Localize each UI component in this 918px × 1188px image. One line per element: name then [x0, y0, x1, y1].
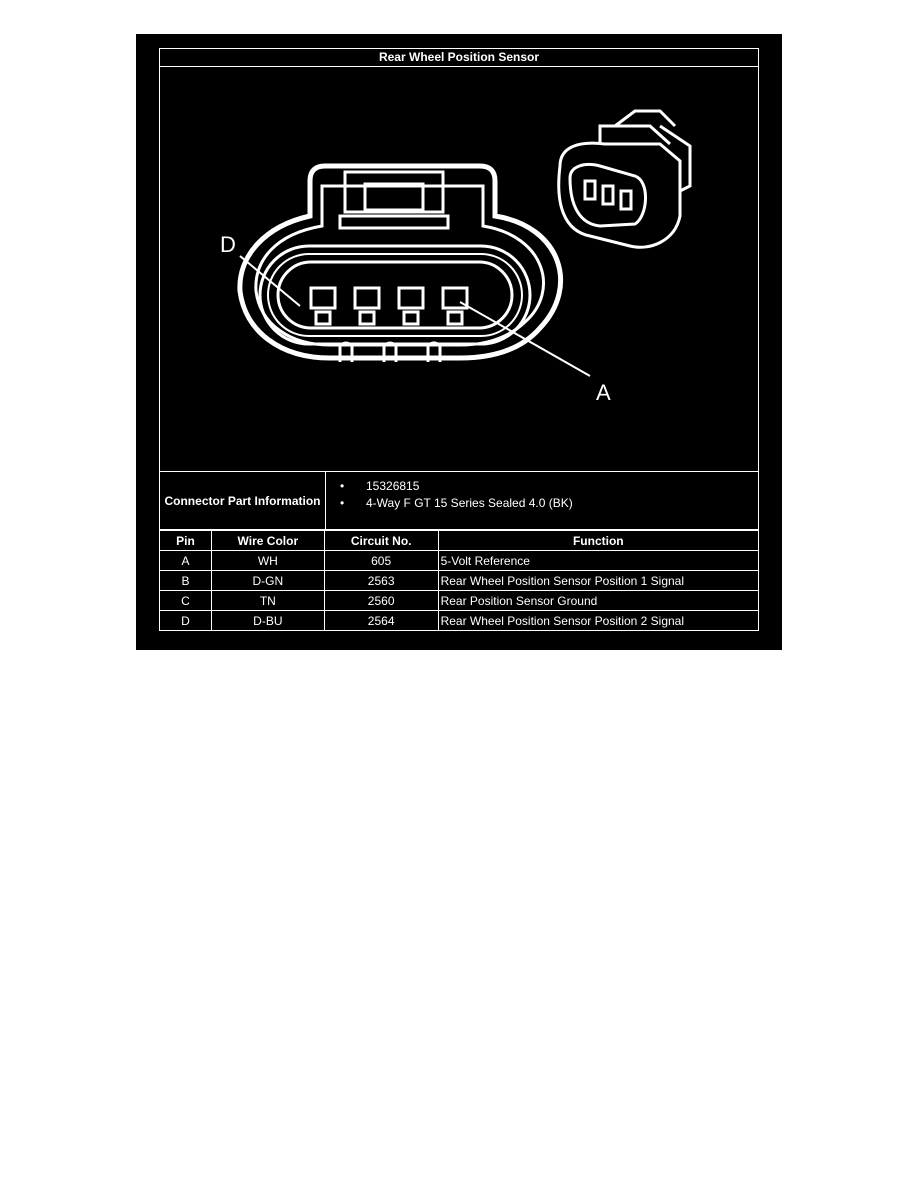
circuit-no-cell: 2560 [323, 590, 439, 611]
page-title: Rear Wheel Position Sensor [159, 48, 759, 67]
header-wire-color: Wire Color [210, 530, 325, 551]
pin-cell: D [159, 610, 212, 631]
latch-inner [363, 182, 425, 212]
wire-color-cell: D-BU [210, 610, 325, 631]
connector-part-number: 15326815 [326, 478, 760, 495]
callout-d: D [220, 232, 236, 257]
callout-a: A [596, 380, 611, 405]
connector-3d-view [557, 109, 692, 249]
connector-info-label: Connector Part Information [160, 472, 326, 529]
table-row: A WH 605 5-Volt Reference [159, 550, 760, 571]
latch-base [338, 214, 450, 230]
table-header-row: Pin Wire Color Circuit No. Function [159, 530, 760, 551]
pin-table: Pin Wire Color Circuit No. Function A WH… [159, 530, 760, 631]
header-circuit-no: Circuit No. [323, 530, 439, 551]
circuit-no-cell: 2563 [323, 570, 439, 591]
connector-part-information: Connector Part Information 15326815 4-Wa… [159, 472, 759, 530]
seal-ring-inner [276, 260, 514, 330]
function-cell: 5-Volt Reference [437, 550, 760, 571]
circuit-no-cell: 2564 [323, 610, 439, 631]
table-row: C TN 2560 Rear Position Sensor Ground [159, 590, 760, 611]
table-row: B D-GN 2563 Rear Wheel Position Sensor P… [159, 570, 760, 591]
wire-color-cell: WH [210, 550, 325, 571]
keying-bumps [338, 341, 442, 362]
latch-outer [343, 170, 445, 214]
pin-cell: A [159, 550, 212, 571]
leader-line-d [239, 255, 301, 307]
connector-diagram: D A [159, 66, 759, 472]
function-cell: Rear Wheel Position Sensor Position 2 Si… [437, 610, 760, 631]
connector-panel: Rear Wheel Position Sensor [136, 34, 782, 650]
pin-cavities [309, 286, 469, 326]
header-pin: Pin [159, 530, 212, 551]
wire-color-cell: TN [210, 590, 325, 611]
leader-line-a [459, 301, 591, 377]
pin-cell: B [159, 570, 212, 591]
circuit-no-cell: 605 [323, 550, 439, 571]
header-function: Function [437, 530, 760, 551]
function-cell: Rear Wheel Position Sensor Position 1 Si… [437, 570, 760, 591]
function-cell: Rear Position Sensor Ground [437, 590, 760, 611]
seal-ring-middle [267, 253, 523, 337]
connector-description: 4-Way F GT 15 Series Sealed 4.0 (BK) [326, 495, 760, 512]
housing-outline [237, 163, 564, 361]
pin-cell: C [159, 590, 212, 611]
connector-face-illustration: D A [220, 109, 692, 405]
connector-info-list: 15326815 4-Way F GT 15 Series Sealed 4.0… [326, 472, 760, 529]
wire-color-cell: D-GN [210, 570, 325, 591]
table-row: D D-BU 2564 Rear Wheel Position Sensor P… [159, 610, 760, 631]
